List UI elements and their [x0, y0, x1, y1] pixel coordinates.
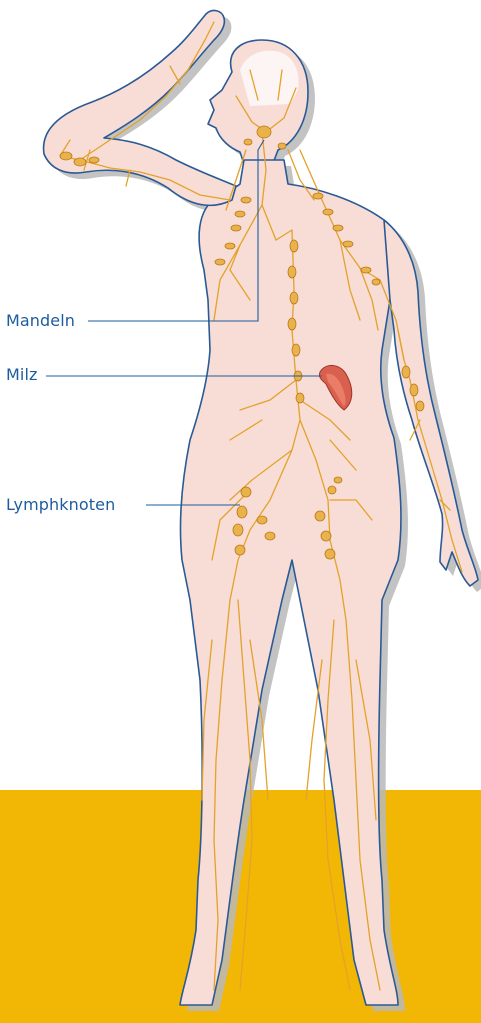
tonsils-label: Mandeln [6, 312, 75, 330]
lymph-nodes-label: Lymphknoten [6, 496, 115, 514]
spleen-label: Milz [6, 366, 38, 384]
skull-highlight [240, 51, 298, 106]
